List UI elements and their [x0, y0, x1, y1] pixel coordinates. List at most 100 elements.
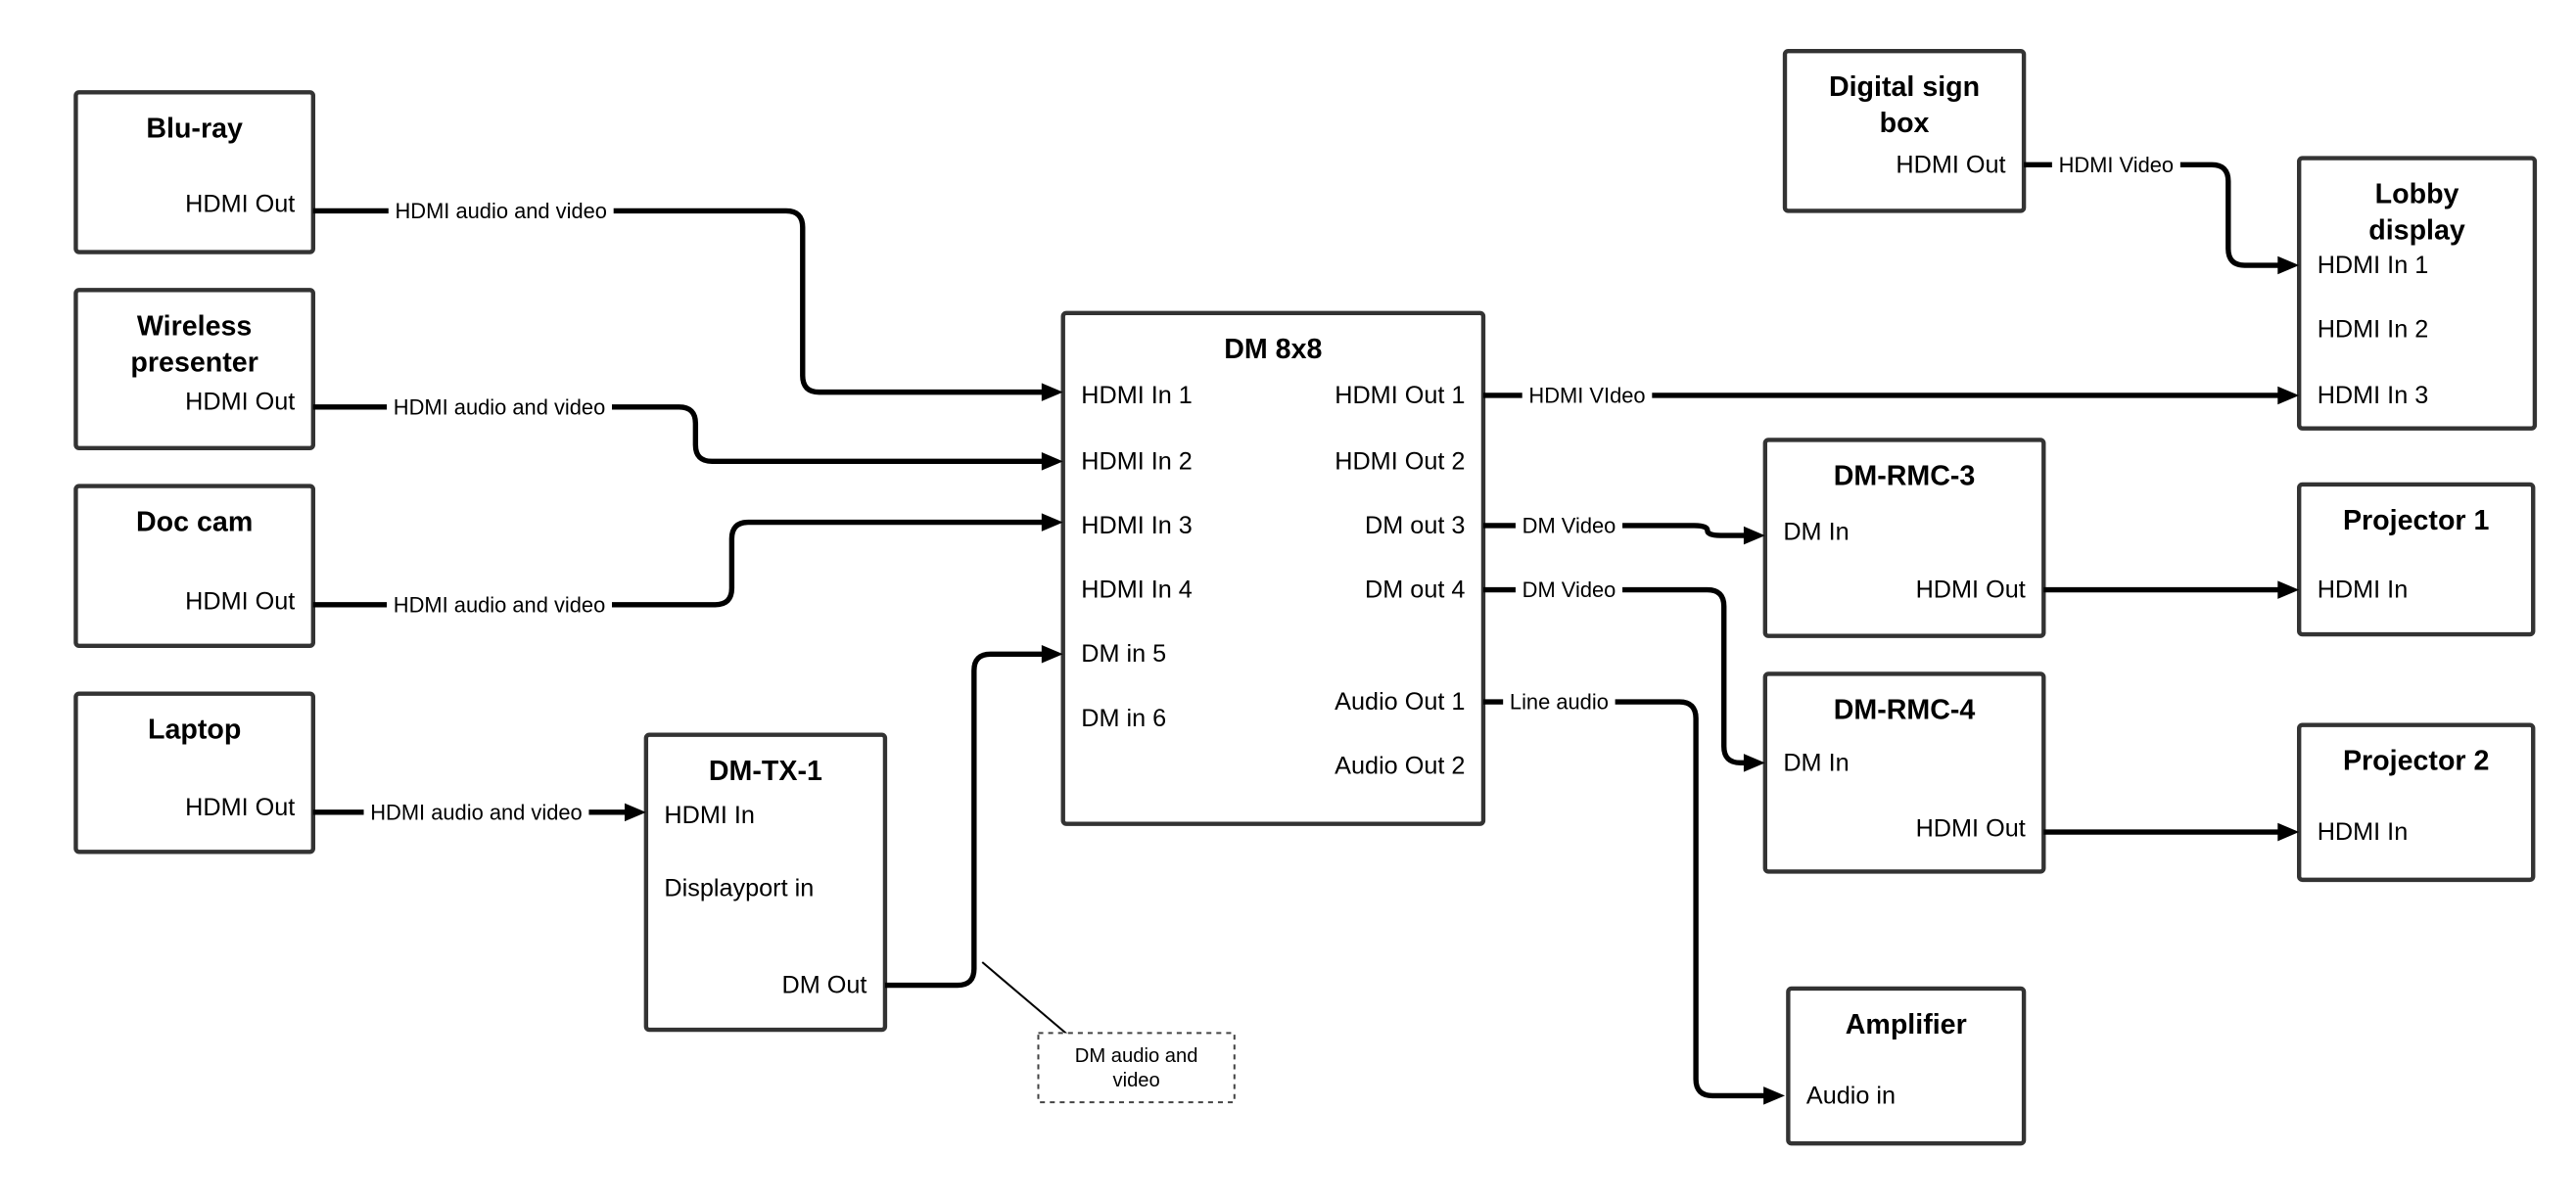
port-projector-2-hdmi-in: HDMI In — [2318, 818, 2409, 846]
node-doc-cam-title: Doc cam — [136, 507, 253, 538]
node-dm-8x8-title: DM 8x8 — [1224, 334, 1322, 365]
connector-digital-sign-to-lobby-in-1-arrowhead-icon — [2277, 255, 2300, 275]
connector-digital-sign-to-lobby-in-1-label: HDMI Video — [2059, 153, 2175, 177]
port-doc-cam-hdmi-out: HDMI Out — [185, 587, 295, 615]
connector-wireless-to-dm-hdmi-in-2: HDMI audio and video — [312, 394, 1063, 471]
connector-audio-out-1-to-amplifier-label: Line audio — [1510, 690, 1609, 715]
node-wireless-presenter-box — [73, 288, 316, 451]
port-dm-8x8-hdmi-out-1: HDMI Out 1 — [1335, 382, 1465, 409]
node-dm-rmc-3-box — [1762, 438, 2046, 638]
connector-audio-out-1-to-amplifier-arrowhead-icon — [1763, 1086, 1786, 1105]
port-dm-8x8-audio-out-2: Audio Out 2 — [1335, 753, 1465, 780]
port-wireless-presenter-hdmi-out: HDMI Out — [185, 389, 295, 416]
node-laptop-title: Laptop — [148, 715, 241, 746]
connector-dm-hdmi-out-1-to-lobby-in-3-label: HDMI VIdeo — [1528, 383, 1645, 407]
connector-audio-out-1-to-amplifier: Line audio — [1482, 689, 1786, 1105]
node-projector-2-title: Projector 2 — [2343, 746, 2489, 777]
connector-dm-out-3-to-dm-rmc-3-label: DM Video — [1522, 513, 1616, 537]
port-dm-8x8-audio-out-1: Audio Out 1 — [1335, 688, 1465, 716]
port-dm-rmc-4-dm-in: DM In — [1783, 749, 1849, 776]
node-doc-cam-box — [73, 484, 316, 649]
connector-doc-cam-to-dm-hdmi-in-3-arrowhead-icon — [1041, 513, 1063, 531]
node-digital-sign-box-box — [1782, 48, 2027, 213]
port-lobby-display-hdmi-in-1: HDMI In 1 — [2318, 252, 2429, 279]
connector-blu-ray-to-dm-hdmi-in-1-label: HDMI audio and video — [396, 199, 607, 223]
connector-wireless-to-dm-hdmi-in-2-arrowhead-icon — [1041, 452, 1063, 471]
connector-dm-hdmi-out-1-to-lobby-in-3: HDMI VIdeo — [1482, 383, 2300, 408]
node-lobby-display-title: display — [2368, 215, 2465, 247]
node-projector-1: Projector 1 HDMI In — [2297, 482, 2536, 637]
connector-digital-sign-to-lobby-in-1-label-bg — [2051, 152, 2180, 177]
connector-blu-ray-to-dm-hdmi-in-1-arrowhead-icon — [1041, 383, 1063, 401]
port-lobby-display-hdmi-in-2: HDMI In 2 — [2318, 316, 2429, 344]
connector-wireless-to-dm-hdmi-in-2-label: HDMI audio and video — [394, 394, 605, 419]
connector-dm-out-4-to-dm-rmc-4: DM Video — [1482, 577, 1765, 772]
connector-laptop-to-dm-tx-1-label: HDMI audio and video — [370, 800, 582, 824]
port-dm-tx-1-dm-out: DM Out — [781, 972, 866, 999]
port-dm-8x8-hdmi-out-2: HDMI Out 2 — [1335, 447, 1465, 475]
node-dm-8x8-box — [1060, 310, 1486, 826]
connector-dm-out-3-to-dm-rmc-3-label-bg — [1515, 513, 1623, 538]
connector-dm-rmc-3-to-projector-1-arrowhead-icon — [2277, 580, 2300, 599]
node-digital-sign-box-title: box — [1880, 108, 1930, 139]
node-dm-tx-1-title: DM-TX-1 — [709, 756, 822, 787]
port-dm-8x8-dm-out-3: DM out 3 — [1365, 512, 1465, 539]
callout-box — [1037, 1032, 1236, 1104]
node-amplifier-title: Amplifier — [1846, 1009, 1967, 1040]
connector-wireless-to-dm-hdmi-in-2-line — [312, 404, 1044, 465]
port-lobby-display-hdmi-in-3: HDMI In 3 — [2318, 382, 2429, 409]
connector-blu-ray-to-dm-hdmi-in-1: HDMI audio and video — [312, 198, 1063, 401]
connector-dm-rmc-3-to-projector-1 — [2043, 580, 2300, 599]
node-wireless-presenter-title: Wireless — [137, 310, 252, 342]
node-dm-tx-1-box — [643, 732, 888, 1033]
connector-dm-rmc-4-to-projector-2-arrowhead-icon — [2277, 822, 2300, 842]
connector-doc-cam-to-dm-hdmi-in-3-label-bg — [387, 592, 613, 618]
port-dm-rmc-3-hdmi-out: HDMI Out — [1916, 577, 2026, 604]
connector-dm-tx-1-to-dm-in-5-line — [884, 651, 1044, 989]
port-dm-8x8-hdmi-in-2: HDMI In 2 — [1081, 447, 1193, 475]
node-dm-rmc-4-box — [1762, 671, 2046, 874]
port-amplifier-audio-in: Audio in — [1806, 1082, 1896, 1109]
connector-audio-out-1-to-amplifier-line — [1482, 699, 1765, 1099]
connector-doc-cam-to-dm-hdmi-in-3-label: HDMI audio and video — [394, 592, 605, 617]
connector-dm-hdmi-out-1-to-lobby-in-3-label-bg — [1522, 383, 1653, 408]
node-blu-ray-box — [73, 90, 316, 254]
connector-laptop-to-dm-tx-1: HDMI audio and video — [312, 800, 646, 825]
connector-doc-cam-to-dm-hdmi-in-3-line — [312, 519, 1044, 608]
port-dm-8x8-dm-in-6: DM in 6 — [1081, 705, 1166, 732]
connector-dm-out-3-to-dm-rmc-3-arrowhead-icon — [1743, 526, 1765, 545]
connector-doc-cam-to-dm-hdmi-in-3: HDMI audio and video — [312, 513, 1063, 618]
connector-blu-ray-to-dm-hdmi-in-1-line — [312, 208, 1044, 395]
connector-dm-rmc-4-to-projector-2 — [2043, 822, 2300, 842]
connector-dm-out-4-to-dm-rmc-4-label-bg — [1515, 577, 1623, 603]
connector-dm-out-4-to-dm-rmc-4-line — [1482, 586, 1746, 766]
port-projector-1-hdmi-in: HDMI In — [2318, 577, 2409, 604]
port-dm-tx-1-displayport-in: Displayport in — [664, 874, 814, 901]
callout-leader-line — [981, 961, 1071, 1038]
node-wireless-presenter-title: presenter — [130, 346, 258, 378]
node-dm-rmc-3-title: DM-RMC-3 — [1834, 460, 1976, 491]
port-dm-8x8-hdmi-in-1: HDMI In 1 — [1081, 382, 1193, 409]
node-lobby-display-box — [2297, 156, 2538, 431]
node-dm-rmc-4-title: DM-RMC-4 — [1834, 694, 1976, 725]
connector-audio-out-1-to-amplifier-label-bg — [1503, 689, 1616, 715]
node-digital-sign-box-title: Digital sign — [1829, 71, 1980, 103]
connector-digital-sign-to-lobby-in-1: HDMI Video — [2024, 152, 2300, 275]
node-blu-ray-title: Blu-ray — [146, 113, 243, 144]
port-dm-rmc-4-hdmi-out: HDMI Out — [1916, 815, 2026, 843]
callout-text: video — [1113, 1070, 1160, 1091]
connector-dm-out-4-to-dm-rmc-4-arrowhead-icon — [1743, 754, 1765, 772]
node-dm-rmc-4: DM-RMC-4 DM In HDMI Out — [1762, 671, 2046, 874]
node-projector-1-title: Projector 1 — [2343, 505, 2490, 536]
